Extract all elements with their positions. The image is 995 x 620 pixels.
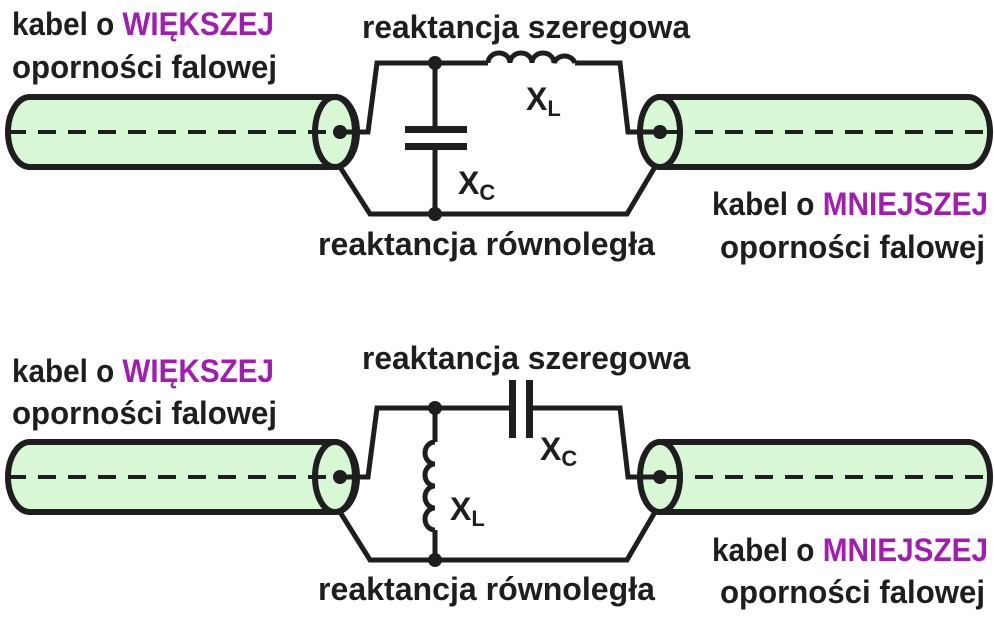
capacitor-symbol [509, 380, 533, 438]
series-reactance-label: reaktancja szeregowa [362, 9, 690, 45]
right-cable-label-line2: oporności falowej [720, 229, 985, 265]
diagram-1-lc-series-inductor: XL XC kabel o WIĘKSZEJ oporności falowej… [5, 6, 993, 265]
right-cable-label-line2: oporności falowej [720, 574, 985, 610]
inductor-symbol [422, 439, 436, 533]
left-cable-label-line2: oporności falowej [12, 395, 277, 431]
parallel-reactance-label: reaktancja równoległa [318, 226, 655, 262]
capacitor-symbol [405, 126, 467, 150]
left-cable [5, 94, 360, 170]
inductor-symbol [485, 50, 578, 65]
left-cable-label-line2: oporności falowej [12, 49, 277, 85]
left-cable-label-line1: kabel o WIĘKSZEJ [12, 6, 274, 42]
left-cable-label-line1: kabel o WIĘKSZEJ [12, 353, 274, 389]
circuit-wires [337, 56, 660, 221]
series-element-label: XC [540, 431, 577, 471]
parallel-element-label: XL [450, 491, 485, 531]
series-reactance-label: reaktancja szeregowa [362, 340, 690, 376]
parallel-reactance-label: reaktancja równoległa [318, 571, 655, 607]
right-cable [637, 94, 993, 170]
circuit-wires [337, 401, 660, 567]
series-element-label: XL [526, 81, 561, 121]
parallel-element-label: XC [458, 165, 495, 205]
left-cable [5, 439, 360, 515]
diagram-2-lc-series-capacitor: XC XL kabel o WIĘKSZEJ oporności falowej… [5, 340, 993, 610]
right-cable-label-line1: kabel o MNIEJSZEJ [712, 186, 988, 222]
right-cable-label-line1: kabel o MNIEJSZEJ [712, 532, 988, 568]
right-cable [637, 439, 993, 515]
